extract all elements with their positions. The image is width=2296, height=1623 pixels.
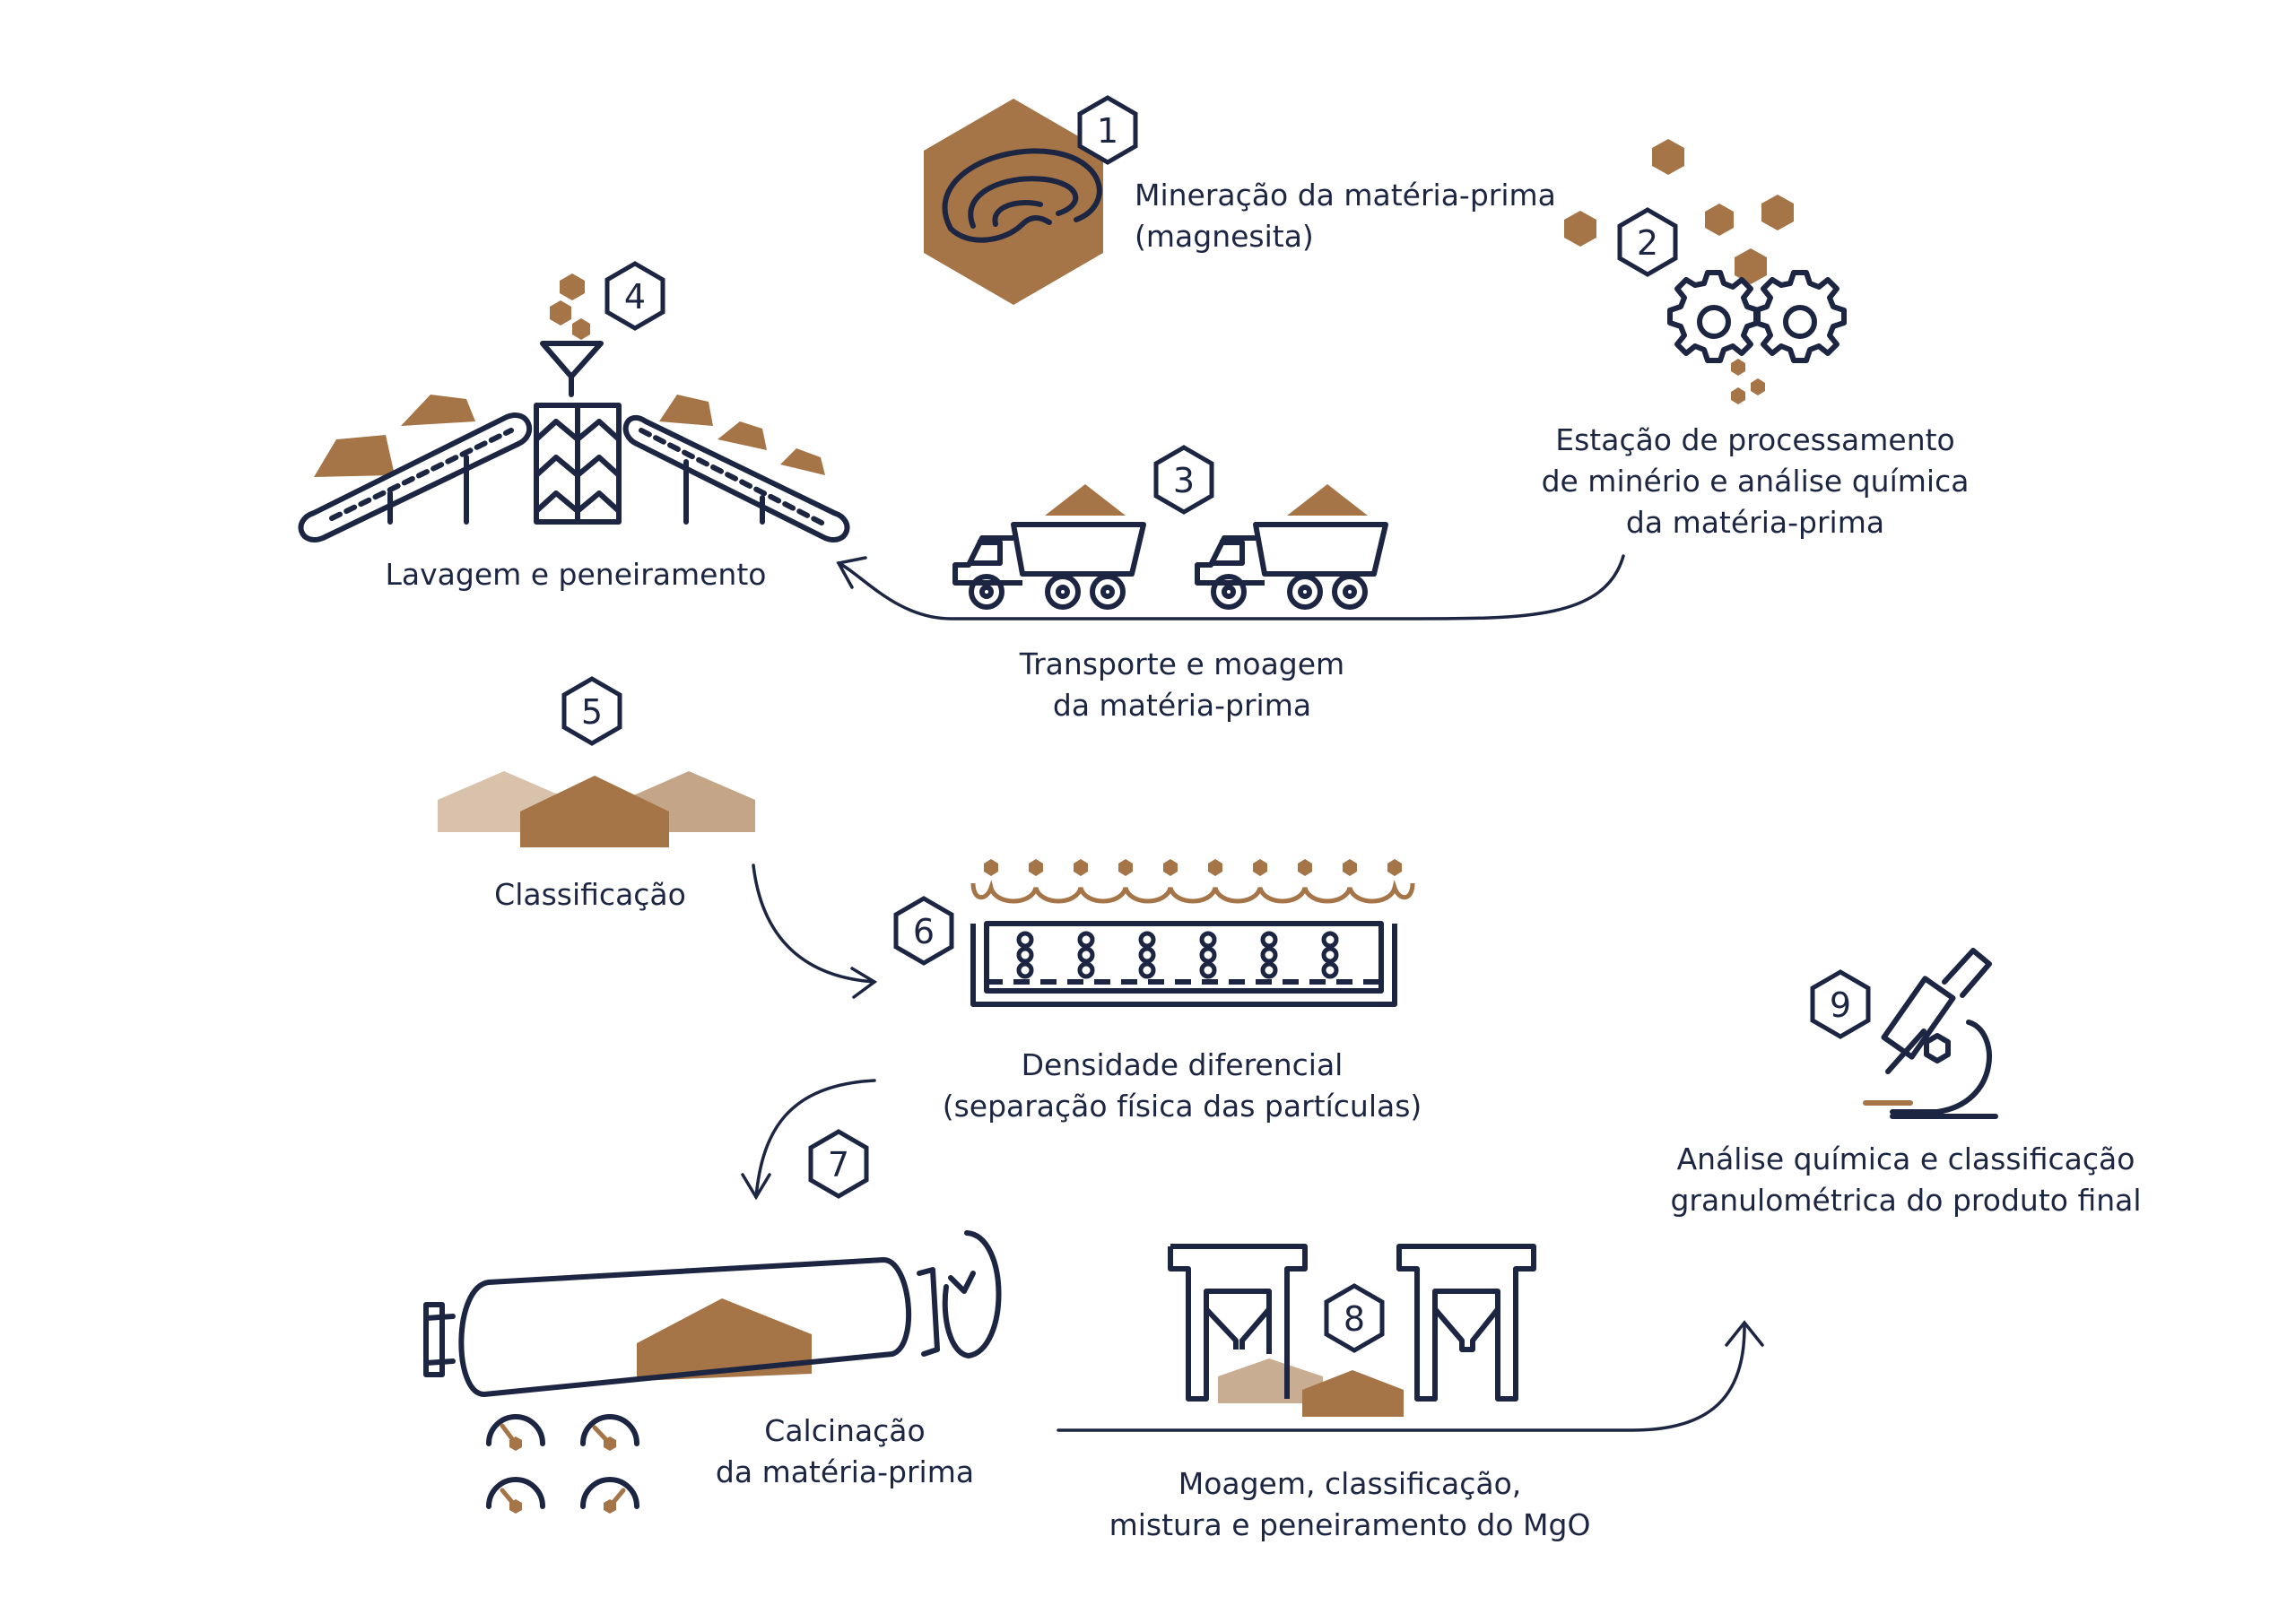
step-9-number: 9 <box>1830 985 1851 1025</box>
step-4-number: 4 <box>624 277 646 317</box>
step-8-number: 8 <box>1344 1299 1365 1339</box>
conveyor-funnel-icon <box>298 273 850 542</box>
step-6-number: 6 <box>913 912 935 951</box>
dump-truck-icon <box>952 484 1388 610</box>
flow-arrows <box>741 554 1764 1432</box>
step-9-label-line-2: granulométrica do produto final <box>1670 1183 2142 1218</box>
step-8-label-line-2: mistura e peneiramento do MgO <box>1109 1507 1591 1542</box>
step-8-label: Moagem, classificação, mistura e peneira… <box>1109 1463 1591 1546</box>
arrowhead-8-to-9 <box>1725 1320 1764 1347</box>
step-5-label: Classificação <box>494 874 686 916</box>
step-9-label-line-1: Análise química e classificação <box>1676 1141 2135 1176</box>
step-2-label-line-1: Estação de processamento <box>1555 422 1955 457</box>
step-1-number: 1 <box>1097 111 1118 151</box>
step-7-label-line-1: Calcinação <box>764 1413 926 1448</box>
arrow-6-to-7 <box>754 1079 876 1199</box>
step-9-label: Análise química e classificação granulom… <box>1670 1139 2141 1221</box>
step-8-label-line-1: Moagem, classificação, <box>1178 1466 1522 1501</box>
microscope-icon <box>1863 948 1998 1119</box>
step-4-label-line-1: Lavagem e peneiramento <box>385 557 767 592</box>
step-6-label-line-2: (separação física das partículas) <box>942 1089 1422 1124</box>
arrow-8-to-9 <box>1057 1325 1746 1432</box>
step-2-number: 2 <box>1637 223 1658 263</box>
piles-icon <box>438 771 755 847</box>
step-4-label: Lavagem e peneiramento <box>386 554 767 595</box>
step-6-label: Densidade diferencial (separação física … <box>943 1045 1422 1127</box>
step-1-label-line-2: (magnesita) <box>1135 219 1314 254</box>
step-2-label-line-2: de minério e análise química <box>1541 464 1970 499</box>
step-3-label-line-1: Transporte e moagem <box>1019 647 1345 681</box>
step-3-label: Transporte e moagem da matéria-prima <box>1020 644 1344 726</box>
step-7-label-line-2: da matéria-prima <box>715 1454 975 1489</box>
step-2-label-line-3: da matéria-prima <box>1625 505 1885 540</box>
arrowhead-6-to-7 <box>741 1173 771 1201</box>
step-3-label-line-2: da matéria-prima <box>1052 688 1312 723</box>
step-1-label: Mineração da matéria-prima (magnesita) <box>1135 175 1556 257</box>
step-7-number: 7 <box>828 1145 849 1185</box>
step-7-label: Calcinação da matéria-prima <box>716 1410 974 1493</box>
rotary-kiln-icon <box>423 1230 1002 1514</box>
hoppers-icon <box>1168 1244 1536 1417</box>
gears-icon <box>1564 139 1847 404</box>
step-3-number: 3 <box>1173 461 1195 500</box>
step-2-label: Estação de processamento de minério e an… <box>1542 420 1970 543</box>
magnesite-ore-icon <box>924 99 1103 305</box>
arrow-2-to-4 <box>837 554 1625 621</box>
arrowhead-5-to-6 <box>850 967 878 999</box>
step-6-label-line-1: Densidade diferencial <box>1021 1047 1344 1082</box>
step-1-label-line-1: Mineração da matéria-prima <box>1135 178 1556 213</box>
step-5-number: 5 <box>581 692 603 732</box>
separator-icon <box>970 859 1415 1007</box>
arrow-5-to-6 <box>752 864 876 984</box>
arrowhead-2-to-4 <box>836 556 867 589</box>
step-5-label-line-1: Classificação <box>494 877 686 912</box>
